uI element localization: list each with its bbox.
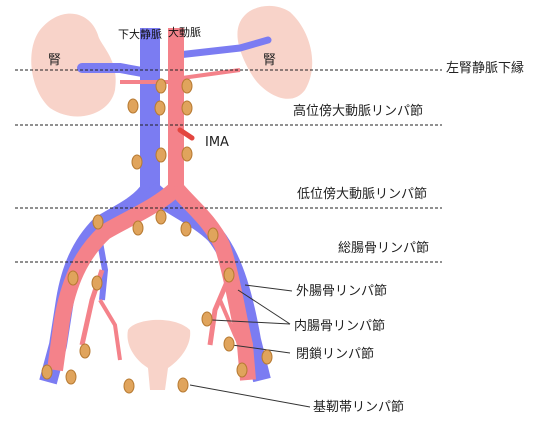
obturator-label: 閉鎖リンパ節 — [296, 346, 374, 362]
level-renal-vein-label: 左腎静脈下縁 — [446, 60, 524, 76]
pelvic-branch-right-2 — [218, 299, 250, 363]
aorta-left-iliac — [47, 182, 182, 372]
lymph-node — [181, 146, 193, 162]
kidney-right-label: 腎 — [263, 53, 276, 68]
lymph-node — [155, 78, 167, 94]
lymph-node — [79, 343, 91, 359]
ima-label: IMA — [205, 135, 229, 150]
renal-artery-right — [181, 68, 241, 80]
lymph-node — [181, 100, 193, 116]
lymph-node — [131, 154, 143, 170]
aorta-label: 大動脈 — [168, 25, 201, 39]
left-renal-vein — [77, 63, 147, 77]
cardinal-ligament-label: 基靭帯リンパ節 — [313, 400, 404, 415]
leader-internal-iliac-a — [237, 289, 291, 325]
leader-lines — [189, 284, 311, 408]
right-kidney — [237, 5, 313, 99]
lymph-node — [177, 377, 189, 393]
ima-branch — [177, 127, 195, 141]
lymph-node — [91, 275, 103, 291]
lymph-node — [207, 227, 219, 243]
lymph-node — [92, 214, 104, 230]
external-iliac-label: 外腸骨リンパ節 — [296, 284, 387, 299]
lymph-node — [127, 98, 139, 114]
lymph-node — [132, 220, 144, 236]
pelvic-branch-right-1 — [207, 274, 233, 346]
lymph-node — [65, 369, 77, 385]
lymph-node — [181, 78, 193, 94]
left-kidney — [31, 13, 116, 117]
lymph-node — [180, 221, 192, 237]
vein-branch-left — [97, 241, 109, 301]
lymph-nodes — [41, 78, 273, 394]
lymph-node — [41, 364, 53, 380]
leader-cardinal — [189, 384, 311, 408]
low-paraaortic-label: 低位傍大動脈リンパ節 — [297, 186, 427, 202]
lymph-node — [236, 362, 248, 378]
ivc-label: 下大静脈 — [118, 27, 162, 41]
aorta-right-iliac — [169, 182, 256, 381]
lymph-node — [223, 336, 235, 352]
leader-obturator — [231, 344, 291, 354]
leader-internal-iliac-b — [211, 319, 291, 325]
high-paraaortic-label: 高位傍大動脈リンパ節 — [293, 103, 423, 119]
kidney-left-label: 腎 — [48, 53, 61, 68]
lymph-node — [223, 267, 235, 283]
leader-external-iliac — [244, 284, 293, 292]
internal-iliac-label: 内腸骨リンパ節 — [294, 318, 385, 334]
lymph-node — [154, 100, 166, 116]
lymph-node — [155, 147, 167, 163]
common-iliac-label: 総腸骨リンパ節 — [338, 241, 429, 256]
lymph-node — [261, 349, 273, 365]
lymph-node — [123, 378, 135, 394]
lymph-node — [67, 270, 79, 286]
uterus-shape — [127, 319, 191, 390]
pelvic-branch-left-2 — [98, 298, 122, 361]
lymph-node — [155, 209, 167, 225]
lymph-node — [201, 311, 213, 327]
right-renal-vein — [174, 36, 272, 59]
